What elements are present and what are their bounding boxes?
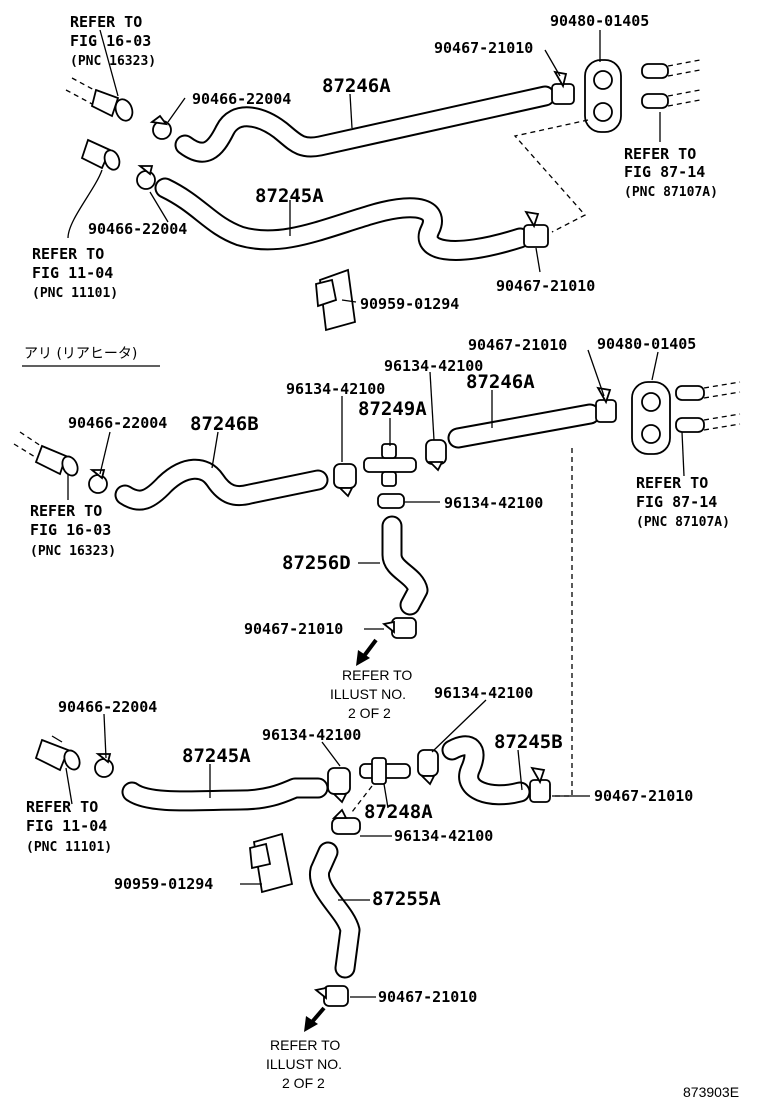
svg-text:REFER TO: REFER TO [624, 145, 696, 163]
svg-text:(PNC 11101): (PNC 11101) [32, 286, 118, 301]
arrow-icon [356, 638, 378, 666]
clamp-icon [327, 767, 351, 804]
clamp-icon [551, 70, 575, 105]
clamp-icon [331, 808, 361, 835]
part-label: 87245B [494, 731, 563, 753]
reference-note: REFER TO FIG 11-04 (PNC 11101) [26, 798, 112, 855]
svg-text:REFER TO: REFER TO [70, 13, 142, 31]
part-label: 87248A [364, 801, 433, 823]
clamp-icon [313, 985, 349, 1007]
part-label: 96134-42100 [286, 380, 385, 398]
svg-text:REFER TO: REFER TO [342, 667, 412, 683]
svg-text:REFER TO: REFER TO [270, 1037, 340, 1053]
svg-text:FIG 16-03: FIG 16-03 [30, 521, 111, 539]
clamp-icon [333, 463, 357, 498]
arrow-icon [304, 1006, 326, 1032]
svg-text:(PNC 87107A): (PNC 87107A) [636, 515, 730, 530]
part-label: 90480-01405 [550, 12, 649, 30]
clamp-icon [381, 617, 417, 639]
reference-note: REFER TO FIG 87-14 (PNC 87107A) [624, 145, 718, 200]
grommet-icon [631, 381, 671, 455]
clamp-icon [523, 210, 549, 248]
reference-note: REFER TO FIG 16-03 (PNC 16323) [30, 502, 116, 559]
part-label: 90466-22004 [192, 90, 291, 108]
part-label: 90467-21010 [468, 336, 567, 354]
part-label: 96134-42100 [384, 357, 483, 375]
svg-text:REFER TO: REFER TO [636, 474, 708, 492]
part-label: 90467-21010 [434, 39, 533, 57]
part-label: 90466-22004 [68, 414, 167, 432]
clamp-icon [88, 469, 108, 494]
part-label: 87255A [372, 888, 441, 910]
part-label: 90467-21010 [496, 277, 595, 295]
reference-note: REFER TO FIG 11-04 (PNC 11101) [32, 245, 118, 301]
reference-note: REFER TO FIG 87-14 (PNC 87107A) [636, 474, 730, 530]
engine-pipe-mid [13, 431, 79, 477]
svg-text:FIG 16-03: FIG 16-03 [70, 32, 151, 50]
svg-text:FIG 87-14: FIG 87-14 [636, 493, 717, 511]
part-label: 96134-42100 [262, 726, 361, 744]
heater-pipe-mid [675, 381, 741, 433]
part-label: 87246A [466, 371, 535, 393]
part-label: 90467-21010 [378, 988, 477, 1006]
part-label: 90467-21010 [594, 787, 693, 805]
part-label: 96134-42100 [434, 684, 533, 702]
protector-icon [315, 268, 356, 332]
part-label: 96134-42100 [444, 494, 543, 512]
reference-note: REFER TO ILLUST NO. 2 OF 2 [266, 1037, 342, 1091]
part-label: 90959-01294 [114, 875, 213, 893]
part-label: 90467-21010 [244, 620, 343, 638]
svg-text:(PNC 16323): (PNC 16323) [70, 54, 156, 69]
svg-text:ILLUST NO.: ILLUST NO. [330, 686, 406, 702]
grommet-icon [584, 59, 622, 133]
svg-text:FIG 11-04: FIG 11-04 [32, 264, 113, 282]
svg-text:2 OF 2: 2 OF 2 [348, 705, 391, 721]
svg-text:ILLUST NO.: ILLUST NO. [266, 1056, 342, 1072]
clamp-icon [425, 439, 447, 472]
tee-joint-icon [363, 443, 417, 487]
svg-text:REFER TO: REFER TO [26, 798, 98, 816]
svg-text:(PNC 11101): (PNC 11101) [26, 840, 112, 855]
part-label: 90466-22004 [88, 220, 187, 238]
svg-text:(PNC 87107A): (PNC 87107A) [624, 185, 718, 200]
svg-text:REFER TO: REFER TO [32, 245, 104, 263]
water-pipe-bottom [34, 735, 81, 772]
part-label: 96134-42100 [394, 827, 493, 845]
part-label: 87256D [282, 552, 351, 574]
clamp-icon [149, 114, 172, 140]
reference-note: REFER TO ILLUST NO. 2 OF 2 [330, 667, 412, 721]
clamp-icon [136, 165, 156, 190]
protector-icon [249, 832, 294, 894]
clamp-icon [377, 493, 405, 509]
engine-pipe-top [65, 77, 134, 122]
clamp-icon [595, 386, 617, 423]
part-label: 90959-01294 [360, 295, 459, 313]
water-pipe-top [80, 138, 121, 171]
tee-joint-icon [359, 757, 411, 785]
part-label: 87246A [322, 75, 391, 97]
svg-text:FIG 87-14: FIG 87-14 [624, 163, 705, 181]
part-label: 90466-22004 [58, 698, 157, 716]
part-label: 90480-01405 [597, 335, 696, 353]
svg-text:(PNC 16323): (PNC 16323) [30, 544, 116, 559]
clamp-icon [417, 749, 439, 786]
part-label: 87246B [190, 413, 259, 435]
part-label: 87249A [358, 398, 427, 420]
clamp-icon [94, 753, 114, 778]
part-label: 87245A [182, 745, 251, 767]
part-label: 87245A [255, 185, 324, 207]
svg-text:2 OF 2: 2 OF 2 [282, 1075, 325, 1091]
svg-text:FIG 11-04: FIG 11-04 [26, 817, 107, 835]
reference-note: REFER TO FIG 16-03 (PNC 16323) [70, 13, 156, 69]
heater-pipe-top [641, 59, 701, 109]
section-title: アリ (リアヒータ) [24, 346, 137, 362]
svg-text:REFER TO: REFER TO [30, 502, 102, 520]
clamp-icon [529, 766, 551, 803]
illustration-code: 873903E [683, 1084, 739, 1100]
